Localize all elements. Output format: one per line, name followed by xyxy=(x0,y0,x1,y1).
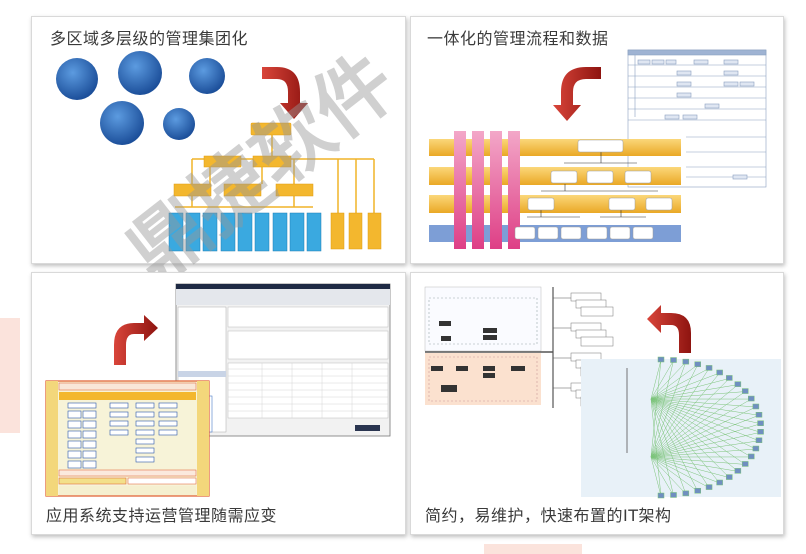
erp-window xyxy=(175,283,391,437)
region-circles xyxy=(56,51,225,145)
topology-link xyxy=(650,398,761,424)
topology-node xyxy=(748,453,755,460)
topology-node xyxy=(657,356,665,363)
topology-node xyxy=(741,388,749,394)
topology-link xyxy=(650,398,756,450)
red-arrow-icon xyxy=(114,315,158,365)
topology-link xyxy=(650,398,710,488)
topology-node xyxy=(716,369,723,376)
topology-node xyxy=(694,361,701,368)
topology-node xyxy=(752,403,760,410)
topology-node xyxy=(748,395,755,402)
topology-node xyxy=(741,461,749,467)
topology-link xyxy=(650,361,686,400)
topology-node xyxy=(757,420,764,426)
topology-node xyxy=(670,492,677,498)
topology-link xyxy=(650,440,760,458)
topology-link xyxy=(650,398,662,497)
topology-link xyxy=(650,398,756,408)
panel-it-architecture: 简约，易维护，快速布置的IT架构 xyxy=(410,272,784,535)
data-table xyxy=(627,49,767,188)
topology-link xyxy=(650,456,720,484)
topology-link xyxy=(650,456,746,465)
topology-node xyxy=(757,429,764,435)
topology-link xyxy=(650,423,761,458)
topology-link xyxy=(650,398,752,458)
topology-link xyxy=(650,415,760,458)
topology-node xyxy=(755,437,763,443)
topology-link xyxy=(650,398,698,492)
network-diagram xyxy=(424,286,554,408)
topology-link xyxy=(650,398,730,478)
panel-title: 应用系统支持运营管理随需应变 xyxy=(46,506,278,525)
topology-link xyxy=(650,372,720,400)
background-accent-left xyxy=(0,318,20,433)
topology-node xyxy=(752,445,760,452)
topology-link xyxy=(650,364,698,458)
topology-link xyxy=(650,398,739,472)
topology-link xyxy=(650,456,674,496)
topology-link xyxy=(650,398,720,484)
topology-node xyxy=(705,365,713,371)
topology-node xyxy=(682,358,690,365)
topology-link xyxy=(650,398,674,496)
panel-title: 简约，易维护，快速布置的IT架构 xyxy=(425,506,672,525)
background-accent-bottom xyxy=(484,544,582,554)
org-chart xyxy=(175,134,375,213)
topology-link xyxy=(650,456,710,488)
topology-node xyxy=(705,484,713,490)
pink-vertical-bars xyxy=(454,131,520,249)
topology-link xyxy=(650,359,662,400)
red-arrow-icon xyxy=(262,67,308,119)
topology-diagram xyxy=(581,356,781,499)
topology-link xyxy=(650,456,730,478)
topology-node xyxy=(657,492,665,499)
topology-link xyxy=(650,456,738,472)
topology-link xyxy=(650,456,698,492)
topology-link xyxy=(650,456,662,497)
panel-application-system: 应用系统支持运营管理随需应变 xyxy=(31,272,406,535)
panel-group-management: 多区域多层级的管理集团化 xyxy=(31,16,413,300)
topology-link xyxy=(650,398,760,441)
topology-link xyxy=(650,378,730,400)
topology-link xyxy=(650,360,674,400)
topology-link xyxy=(650,384,738,400)
topology-node xyxy=(734,381,742,387)
topology-link xyxy=(650,456,686,495)
panel-title: 一体化的管理流程和数据 xyxy=(427,29,609,48)
topology-link xyxy=(650,384,739,458)
hierarchy-bands xyxy=(429,139,681,242)
topology-link xyxy=(650,398,687,494)
topology-node xyxy=(726,375,733,381)
topology-link xyxy=(650,398,761,433)
topology-link xyxy=(650,448,756,458)
topology-node xyxy=(694,487,701,494)
topology-link xyxy=(650,391,746,458)
topology-link xyxy=(650,391,746,400)
topology-link xyxy=(650,360,674,458)
topology-node xyxy=(734,468,742,474)
topology-link xyxy=(650,368,710,400)
topology-link xyxy=(650,406,756,458)
topology-link xyxy=(650,372,720,458)
topology-node xyxy=(755,412,763,418)
panel-title: 多区域多层级的管理集团化 xyxy=(50,29,249,48)
application-illustration xyxy=(45,283,391,497)
topology-node xyxy=(670,357,677,363)
topology-node xyxy=(716,479,723,486)
topology-link xyxy=(650,364,698,400)
red-arrow-icon xyxy=(553,67,601,121)
topology-link xyxy=(650,398,746,465)
process-data-illustration xyxy=(429,49,767,249)
red-arrow-icon xyxy=(647,305,691,353)
group-org-illustration xyxy=(56,51,382,252)
topology-link xyxy=(650,398,760,416)
it-architecture-illustration xyxy=(424,286,781,499)
panel-integrated-process: 一体化的管理流程和数据 xyxy=(410,16,784,264)
architecture-diagram xyxy=(45,380,210,497)
topology-node xyxy=(682,490,690,497)
topology-node xyxy=(726,474,733,480)
